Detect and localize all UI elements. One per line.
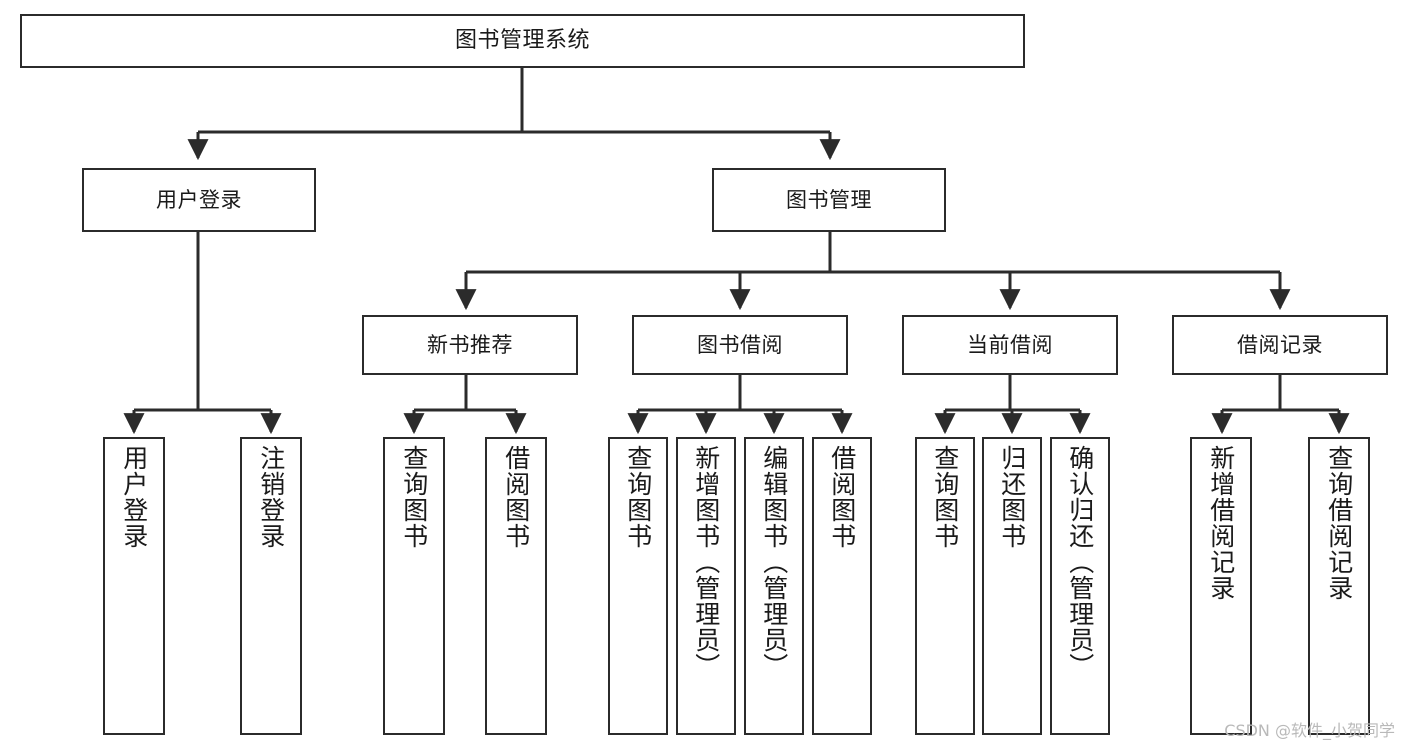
node-user-login[interactable]: 用户登录	[82, 168, 316, 232]
leaf-record-query[interactable]: 查询借阅记录	[1308, 437, 1370, 735]
node-label: 查询图书	[623, 445, 653, 549]
node-label: 图书借阅	[697, 332, 783, 357]
node-label: 借阅记录	[1237, 332, 1323, 357]
leaf-user-login[interactable]: 用户登录	[103, 437, 165, 735]
leaf-current-confirm-return[interactable]: 确认归还（管理员）	[1050, 437, 1110, 735]
node-label: 当前借阅	[967, 332, 1053, 357]
leaf-user-logout[interactable]: 注销登录	[240, 437, 302, 735]
node-label: 新增借阅记录	[1206, 445, 1236, 601]
node-book-borrow[interactable]: 图书借阅	[632, 315, 848, 375]
node-label: 图书管理	[786, 187, 872, 212]
watermark-text: CSDN @软件_小贺同学	[1224, 721, 1395, 740]
node-label: 新书推荐	[427, 332, 513, 357]
node-current-borrow[interactable]: 当前借阅	[902, 315, 1118, 375]
node-label: 用户登录	[119, 445, 149, 549]
leaf-borrow-borrow-book[interactable]: 借阅图书	[812, 437, 872, 735]
node-label: 新增图书（管理员）	[691, 445, 721, 679]
leaf-borrow-query-book[interactable]: 查询图书	[608, 437, 668, 735]
node-borrow-record[interactable]: 借阅记录	[1172, 315, 1388, 375]
leaf-new-book-borrow[interactable]: 借阅图书	[485, 437, 547, 735]
node-root-system[interactable]: 图书管理系统	[20, 14, 1025, 68]
leaf-borrow-edit-book[interactable]: 编辑图书（管理员）	[744, 437, 804, 735]
node-new-book-recommend[interactable]: 新书推荐	[362, 315, 578, 375]
node-label: 查询借阅记录	[1324, 445, 1354, 601]
leaf-borrow-add-book[interactable]: 新增图书（管理员）	[676, 437, 736, 735]
node-label: 归还图书	[997, 445, 1027, 549]
node-label: 用户登录	[156, 187, 242, 212]
leaf-current-query-book[interactable]: 查询图书	[915, 437, 975, 735]
leaf-record-add[interactable]: 新增借阅记录	[1190, 437, 1252, 735]
node-label: 图书管理系统	[454, 28, 590, 54]
node-label: 借阅图书	[827, 445, 857, 549]
node-book-management[interactable]: 图书管理	[712, 168, 946, 232]
leaf-current-return-book[interactable]: 归还图书	[982, 437, 1042, 735]
node-label: 确认归还（管理员）	[1065, 445, 1095, 679]
node-label: 查询图书	[399, 445, 429, 549]
node-label: 查询图书	[930, 445, 960, 549]
leaf-new-book-query[interactable]: 查询图书	[383, 437, 445, 735]
node-label: 借阅图书	[501, 445, 531, 549]
node-label: 注销登录	[256, 445, 286, 549]
node-label: 编辑图书（管理员）	[759, 445, 789, 679]
